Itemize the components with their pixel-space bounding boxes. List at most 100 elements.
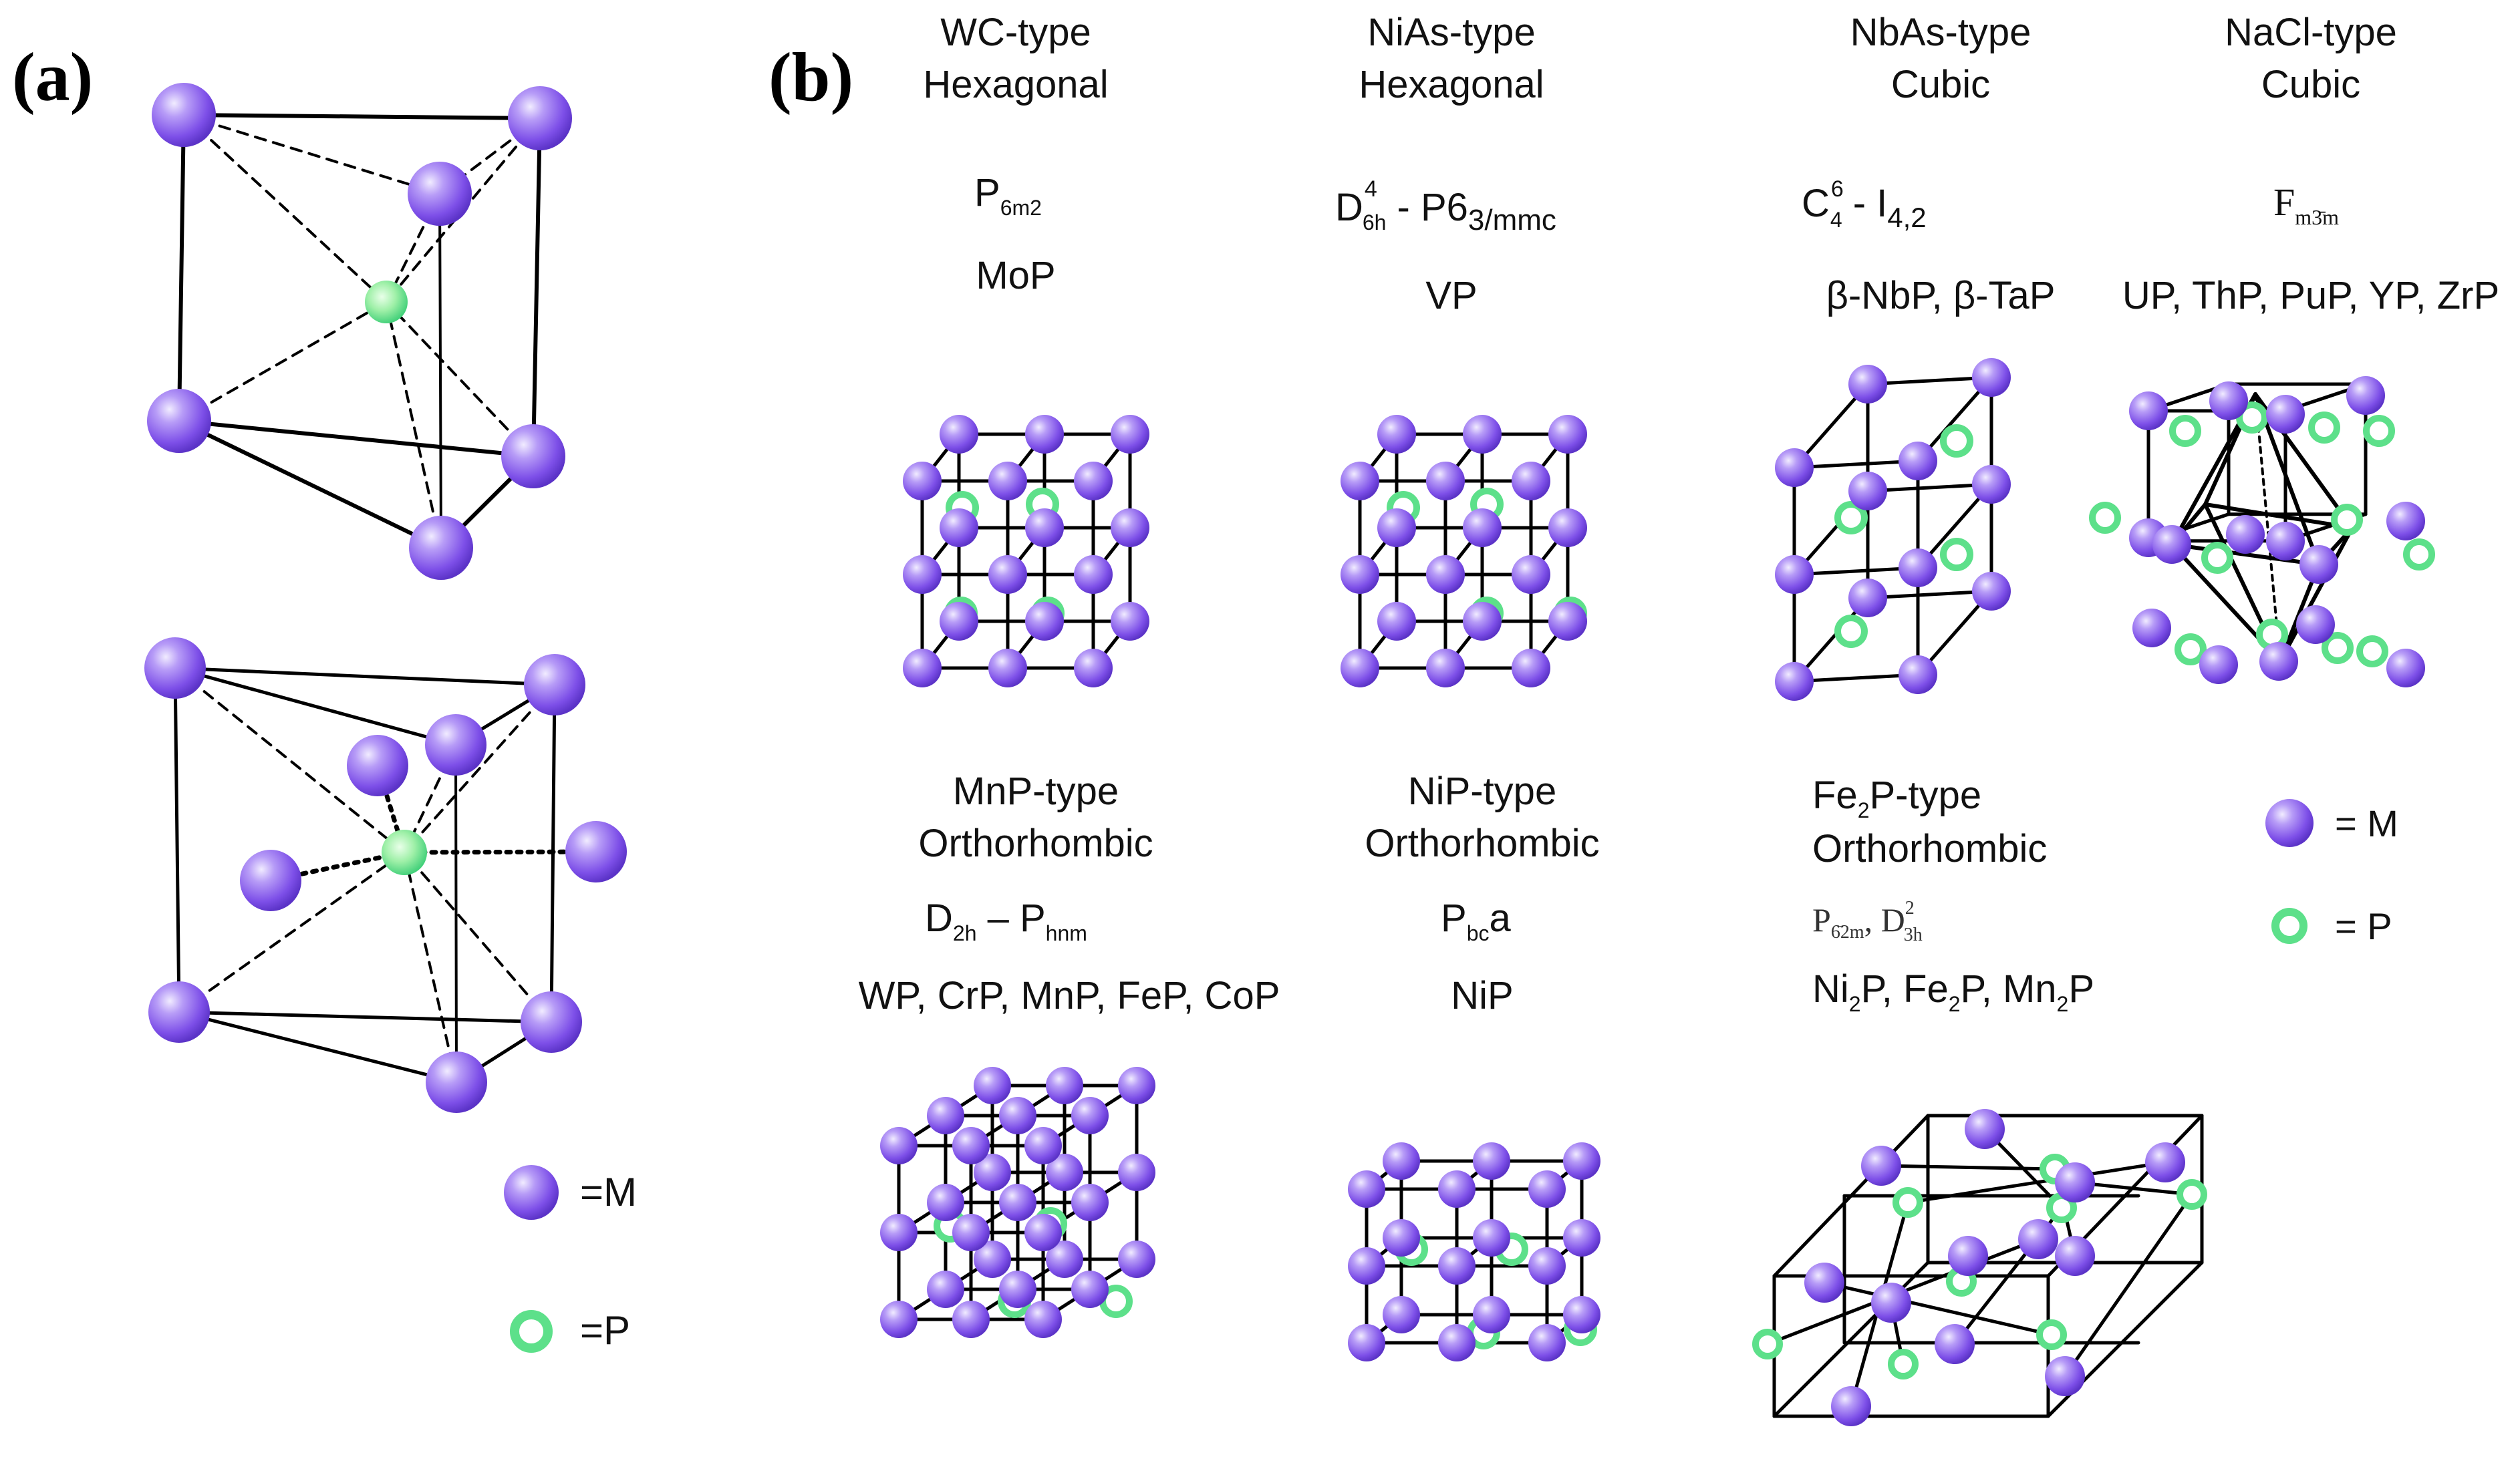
- cell-edge: [173, 666, 181, 1014]
- metal-atom: [152, 83, 216, 147]
- metal-atom: [1348, 1247, 1385, 1285]
- metal-atom: [1548, 415, 1587, 454]
- metal-atom: [1074, 649, 1113, 687]
- metal-atom: [2209, 381, 2248, 420]
- metal-atom: [1074, 555, 1113, 594]
- cell-edge: [1792, 673, 1920, 683]
- metal-atom: [2226, 515, 2265, 554]
- octahedron-edge: [2170, 542, 2321, 566]
- phosphorus-atom: [365, 281, 408, 323]
- phosphorus-atom: [2236, 401, 2268, 434]
- metal-atom: [2386, 502, 2425, 540]
- cell-edge: [177, 419, 443, 550]
- metal-atom: [952, 1301, 990, 1338]
- bond-dashed: [182, 114, 388, 303]
- svg-text:Hexagonal: Hexagonal: [1359, 63, 1544, 106]
- crystal-nacl-type: [2089, 376, 2435, 687]
- svg-text:WC-type: WC-type: [940, 11, 1091, 54]
- metal-atom: [2045, 1356, 2085, 1396]
- metal-atom: [1512, 462, 1550, 500]
- bond-line: [2063, 1192, 2194, 1378]
- metal-atom: [1071, 1184, 1109, 1221]
- metal-atom: [1775, 448, 1814, 487]
- crystal-nias-type: [1341, 415, 1587, 687]
- metal-atom: [1463, 415, 1502, 454]
- bond-dashed: [174, 667, 406, 854]
- crystal-fe2p-type: [1752, 1109, 2207, 1426]
- metal-atom: [1025, 602, 1064, 641]
- svg-text:Orthorhombic: Orthorhombic: [1812, 827, 2047, 870]
- metal-atom: [1948, 1236, 1988, 1276]
- compounds-fe2p: Ni2P, Fe2P, Mn2P: [1812, 967, 2094, 1016]
- metal-atom: [1341, 555, 1379, 594]
- metal-atom: [1426, 649, 1465, 687]
- nacl-type-header: NaCl-type Cubic Fm3̄m UP, ThP, PuP, YP, …: [2122, 11, 2499, 317]
- metal-atom: [1548, 602, 1587, 641]
- metal-atom: [1024, 1301, 1062, 1338]
- svg-text:NiP-type: NiP-type: [1408, 770, 1556, 813]
- bond-dashed: [178, 851, 406, 1013]
- metal-atom: [240, 850, 301, 911]
- metal-atom-icon: [504, 1165, 559, 1220]
- metal-atom: [1118, 1241, 1155, 1278]
- panel-b-legend: = M = P: [2265, 799, 2398, 947]
- metal-atom: [1046, 1241, 1083, 1278]
- metal-atom: [409, 516, 473, 580]
- metal-atom: [1775, 662, 1814, 701]
- metal-atom: [1899, 548, 1937, 587]
- metal-atom: [1473, 1296, 1510, 1333]
- compounds-mnp: WP, CrP, MnP, FeP, CoP: [859, 974, 1280, 1017]
- phosphorus-atom: [1752, 1329, 1783, 1359]
- bond-line: [1822, 1281, 2054, 1337]
- legend-p-label: = P: [2335, 905, 2392, 947]
- metal-atom: [347, 735, 408, 796]
- metal-atom: [880, 1127, 918, 1164]
- svg-text:Cubic: Cubic: [2261, 63, 2360, 106]
- svg-text:Hexagonal: Hexagonal: [923, 63, 1108, 106]
- cell-edge: [177, 419, 535, 458]
- phosphorus-atom: [1888, 1349, 1919, 1379]
- phosphorus-atom: [2322, 632, 2354, 664]
- bond-dashed: [182, 114, 441, 195]
- cell-edge: [173, 666, 557, 687]
- metal-atom: [524, 654, 585, 715]
- metal-atom: [2346, 376, 2385, 415]
- metal-atom: [508, 86, 572, 150]
- metal-atom: [408, 162, 472, 226]
- metal-atom: [521, 991, 582, 1053]
- bond-dashed: [385, 301, 442, 549]
- phosphorus-atom: [2177, 1179, 2207, 1210]
- metal-atom: [1118, 1154, 1155, 1191]
- metal-atom: [426, 1051, 487, 1113]
- metal-atom: [1463, 602, 1502, 641]
- compounds-wc: MoP: [976, 254, 1055, 297]
- metal-atom: [988, 462, 1027, 500]
- phosphorus-atom: [2201, 542, 2233, 574]
- metal-atom: [2152, 525, 2191, 564]
- crystal-mnp-type: [880, 1067, 1155, 1338]
- phosphorus-atom: [1834, 501, 1868, 534]
- metal-atom: [2199, 645, 2238, 684]
- phosphorus-atom-icon: [510, 1310, 553, 1353]
- metal-atom: [1548, 508, 1587, 547]
- svg-text:NaCl-type: NaCl-type: [2225, 11, 2397, 54]
- metal-atom: [2145, 1142, 2185, 1182]
- phosphorus-atom: [2036, 1319, 2067, 1350]
- bond-dashed: [403, 851, 553, 1023]
- cell-edge: [438, 192, 442, 549]
- metal-atom: [1563, 1219, 1600, 1257]
- space-group-nip: Pbca: [1441, 897, 1511, 945]
- bond-dashed: [178, 301, 388, 422]
- metal-atom: [1071, 1271, 1109, 1308]
- metal-atom: [1438, 1170, 1476, 1208]
- metal-atom: [1111, 415, 1149, 454]
- metal-atom: [1965, 1109, 2005, 1149]
- cell-edge: [1866, 482, 1993, 493]
- metal-atom: [2055, 1236, 2095, 1276]
- phosphorus-atom: [2363, 415, 2395, 447]
- phosphorus-atom: [1940, 538, 1973, 571]
